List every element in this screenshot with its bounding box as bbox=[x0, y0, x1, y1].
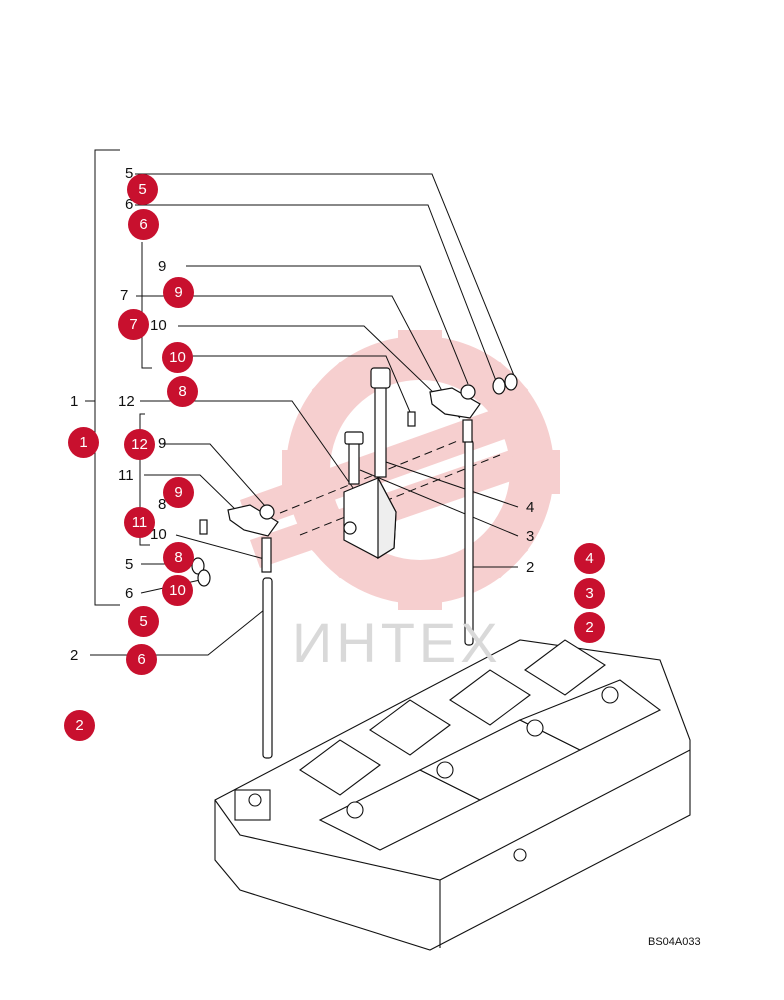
badge-4: 4 bbox=[574, 543, 605, 574]
callout-10-mid: 10 bbox=[150, 526, 167, 543]
callout-7: 7 bbox=[120, 287, 129, 304]
badge-7: 7 bbox=[118, 309, 149, 340]
bolt-long bbox=[374, 384, 387, 478]
callout-5-top: 5 bbox=[125, 165, 134, 182]
callout-12: 12 bbox=[118, 393, 135, 410]
badge-10-mid: 10 bbox=[162, 575, 193, 606]
o-ring bbox=[492, 377, 506, 395]
badge-2-right: 2 bbox=[574, 612, 605, 643]
bolt-short bbox=[348, 441, 360, 485]
badge-5-bot: 5 bbox=[128, 606, 159, 637]
badge-10-top: 10 bbox=[162, 342, 193, 373]
push-rod-left bbox=[262, 577, 273, 759]
watermark-gear-icon bbox=[240, 330, 560, 610]
callout-3: 3 bbox=[526, 528, 535, 545]
badge-12: 12 bbox=[124, 429, 155, 460]
badge-5-top: 5 bbox=[127, 174, 158, 205]
rocker-arm-left bbox=[227, 504, 279, 537]
assembly-bracket bbox=[85, 149, 152, 606]
callout-8: 8 bbox=[158, 496, 167, 513]
callout-5-bot: 5 bbox=[125, 556, 134, 573]
callout-9-top: 9 bbox=[158, 258, 167, 275]
callout-2-right: 2 bbox=[526, 559, 535, 576]
callout-6-bot: 6 bbox=[125, 585, 134, 602]
callout-6-top: 6 bbox=[125, 196, 134, 213]
badge-3: 3 bbox=[574, 578, 605, 609]
badge-8-top: 8 bbox=[167, 376, 198, 407]
callout-9-mid: 9 bbox=[158, 435, 167, 452]
watermark-text: ИНТЕХ bbox=[292, 611, 502, 674]
callout-4: 4 bbox=[526, 499, 535, 516]
badge-6-bot: 6 bbox=[126, 644, 157, 675]
cylinder-head bbox=[214, 639, 691, 951]
rocker-arm-right bbox=[429, 387, 481, 419]
badge-9-mid: 9 bbox=[163, 477, 194, 508]
badge-11: 11 bbox=[124, 507, 155, 538]
callout-10-top: 10 bbox=[150, 317, 167, 334]
callout-11: 11 bbox=[118, 467, 134, 484]
badge-9-top: 9 bbox=[163, 277, 194, 308]
drawing-reference: BS04A033 bbox=[648, 936, 701, 948]
callout-2-left: 2 bbox=[70, 647, 79, 664]
callout-1: 1 bbox=[70, 393, 79, 410]
badge-2-left: 2 bbox=[64, 710, 95, 741]
badge-8-mid: 8 bbox=[163, 542, 194, 573]
parts bbox=[191, 367, 518, 759]
badge-1: 1 bbox=[68, 427, 99, 458]
badge-6-top: 6 bbox=[128, 209, 159, 240]
